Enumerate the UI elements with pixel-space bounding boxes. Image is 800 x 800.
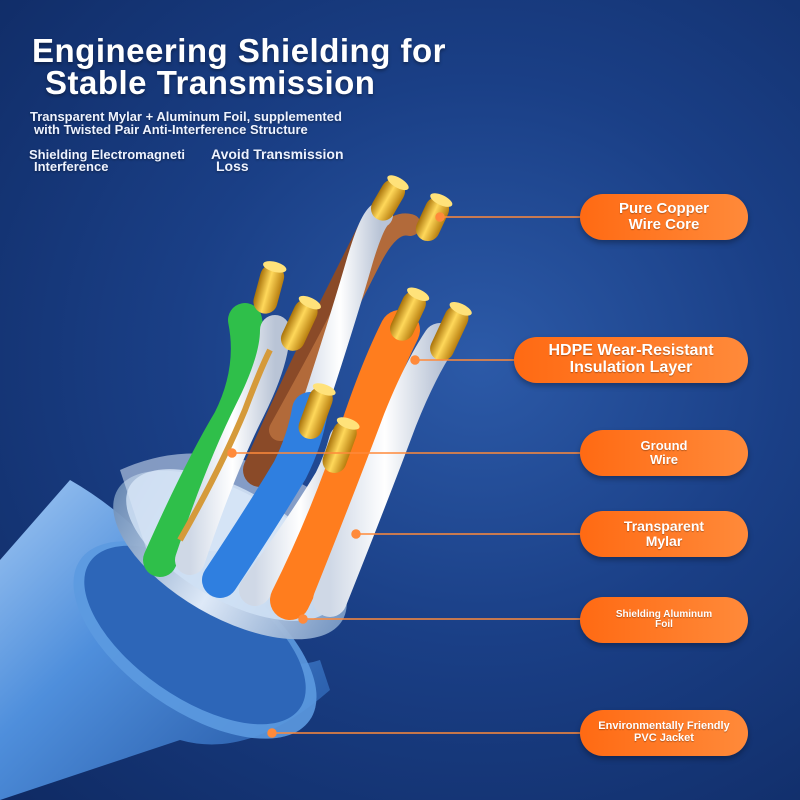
headline-line-1: Engineering Shielding for	[32, 32, 447, 69]
callout-copper-core-line-2: Wire Core	[628, 216, 700, 233]
feature-shielding-line-2: Interference	[34, 159, 109, 174]
pvc-jacket	[0, 480, 330, 800]
feature-avoid-loss-line-2: Loss	[216, 158, 249, 174]
callout-copper-core-line-1: Pure Copper	[618, 200, 709, 218]
headline-line-2: Stable Transmission	[45, 64, 376, 101]
callout-pvc-jacket-line-2: PVC Jacket	[634, 732, 694, 744]
callout-ground-wire: Ground Wire	[580, 430, 748, 476]
callout-transparent-mylar-line-1: Transparent	[623, 518, 705, 535]
callout-ground-wire-line-2: Wire	[649, 452, 679, 467]
callout-aluminum-foil: Shielding Aluminum Foil	[580, 597, 748, 643]
callout-pvc-jacket: Environmentally Friendly PVC Jacket	[580, 710, 748, 756]
copper-cores	[253, 175, 472, 474]
callout-ground-wire-line-1: Ground	[640, 438, 688, 454]
feature-shielding-line-1: Shielding Electromagneti	[29, 147, 186, 162]
callout-hdpe-insulation-line-2: Insulation Layer	[569, 359, 693, 376]
feature-avoid-loss-line-1: Avoid Transmission	[211, 146, 344, 162]
callout-aluminum-foil-line-2: Foil	[655, 619, 673, 630]
callout-hdpe-insulation: HDPE Wear-Resistant Insulation Layer	[514, 337, 748, 383]
twisted-pairs	[143, 202, 457, 620]
callout-leaders	[227, 212, 582, 738]
callout-copper-core: Pure Copper Wire Core	[580, 194, 748, 240]
subheading-line-2: with Twisted Pair Anti-Interference Stru…	[34, 122, 308, 137]
callout-hdpe-insulation-line-1: HDPE Wear-Resistant	[548, 342, 714, 360]
callout-transparent-mylar-line-2: Mylar	[645, 533, 683, 549]
subheading-line-1: Transparent Mylar + Aluminum Foil, suppl…	[30, 109, 342, 124]
callout-aluminum-foil-line-1: Shielding Aluminum	[615, 608, 713, 620]
callout-transparent-mylar: Transparent Mylar	[580, 511, 748, 557]
callout-pvc-jacket-line-1: Environmentally Friendly	[598, 720, 730, 733]
